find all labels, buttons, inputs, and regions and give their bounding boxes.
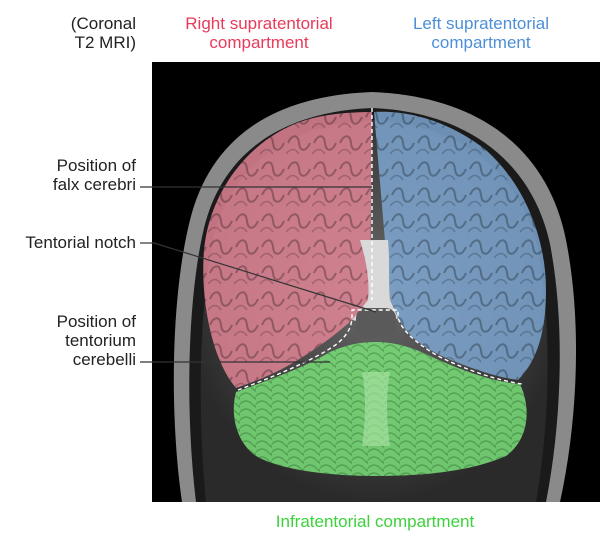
falx-callout-line1: Position of [56,156,136,175]
tentorium-callout-line2: tentorium [65,331,136,350]
right-supratentorial-label-line1: Right supratentorial [185,14,333,33]
tentorium-callout-line1: Position of [56,312,136,331]
right-supratentorial-label-line2: compartment [209,33,309,52]
notch-leader-line-b [153,242,377,313]
fourth-ventricle-brainstem [362,372,390,446]
tentorium-callout-line3: cerebelli [72,350,136,369]
tentorium-callout: Position of tentorium cerebelli [10,312,136,369]
infratentorial-label-text: Infratentorial compartment [275,512,475,531]
mri-view-note-line1: (Coronal [70,14,136,33]
tentorial-notch-callout-text: Tentorial notch [25,233,136,252]
mri-view-note: (Coronal T2 MRI) [30,14,136,52]
mri-view-note-line2: T2 MRI) [74,33,136,52]
left-hemisphere-gyri [374,111,546,380]
left-supratentorial-label: Left supratentorial compartment [386,14,576,52]
tentorial-notch-callout: Tentorial notch [0,233,136,252]
right-supratentorial-label: Right supratentorial compartment [160,14,358,52]
left-supratentorial-label-line1: Left supratentorial [412,14,550,33]
falx-callout-line2: falx cerebri [52,175,136,194]
midline-csf [352,240,398,322]
falx-callout: Position of falx cerebri [10,156,136,194]
infratentorial-label: Infratentorial compartment [200,512,550,531]
tentorial-notch-region [356,308,396,338]
tentorium-cerebelli-line [237,309,523,391]
left-supratentorial-label-line2: compartment [431,33,531,52]
right-hemisphere-gyri [203,112,372,388]
